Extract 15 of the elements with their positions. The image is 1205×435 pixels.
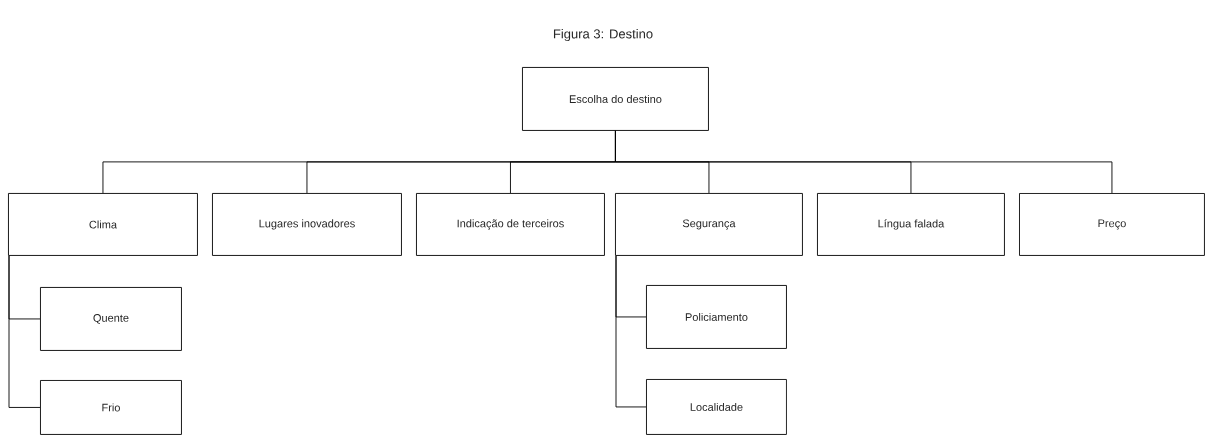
box: Quente: [40, 287, 182, 351]
box: Frio: [40, 380, 182, 435]
connector-line: [8, 255, 41, 408]
box: Localidade: [646, 379, 787, 435]
box: Segurança: [615, 193, 803, 256]
box: Indicação de terceiros: [416, 193, 605, 256]
box: Lugares inovadores: [212, 193, 402, 256]
box: Clima: [8, 193, 198, 256]
connector-line: [615, 255, 647, 408]
figure-title: Figura 3: Destino: [554, 28, 653, 42]
connector-line: [615, 130, 1113, 194]
box: Preço: [1019, 193, 1205, 256]
box: Escolha do destino: [522, 67, 709, 131]
box: Língua falada: [817, 193, 1005, 256]
box: Policiamento: [646, 285, 787, 349]
